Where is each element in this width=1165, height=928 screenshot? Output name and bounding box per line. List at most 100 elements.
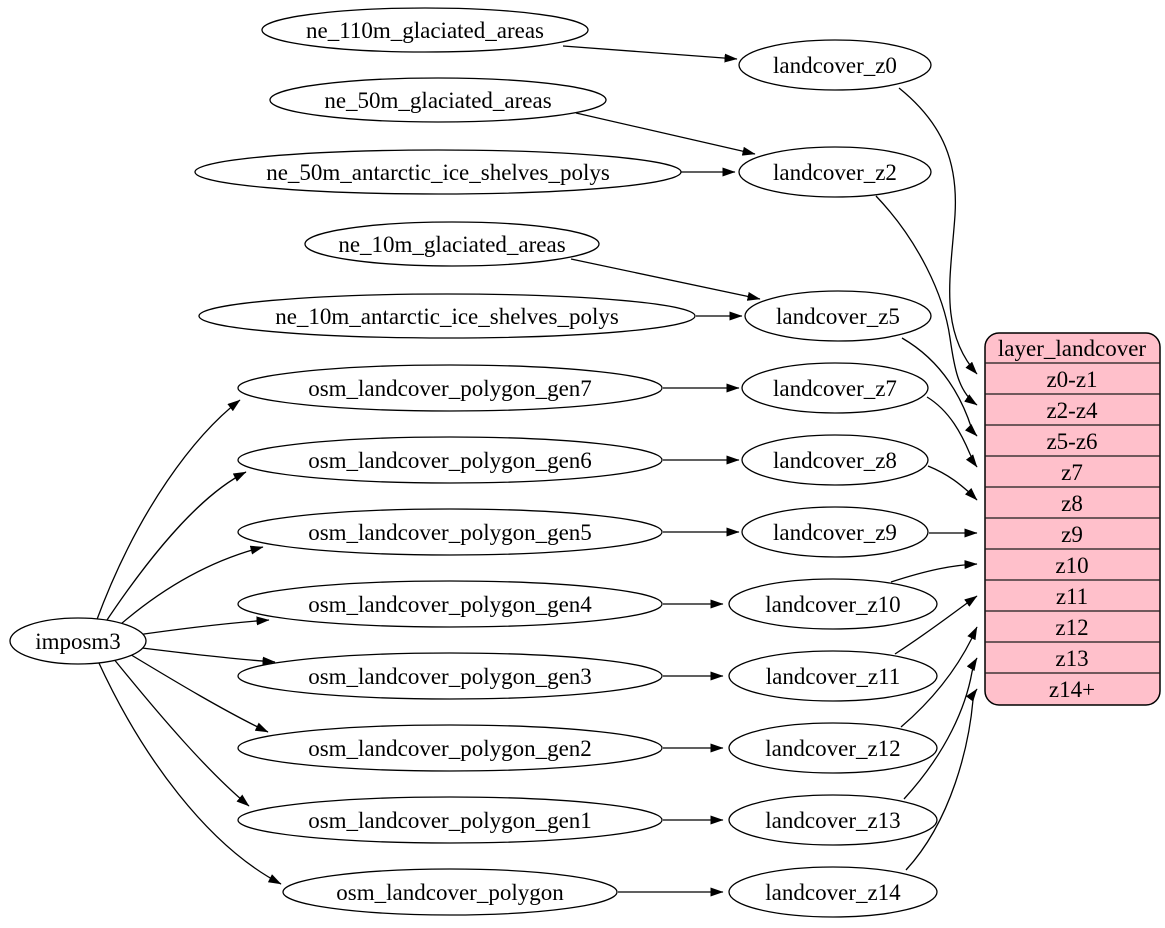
node-imposm3-shape [9, 617, 147, 665]
edge-z11-row-z11 [894, 595, 978, 655]
table-row-label-z5-z6: z5-z6 [1046, 429, 1097, 454]
node-ne-10m-antarctic-ice-shelves-polys-shape [198, 293, 696, 339]
node-ne-50m-antarctic-ice-shelves-polys-label: ne_50m_antarctic_ice_shelves_polys [266, 160, 610, 185]
table-row-label-z14plus: z14+ [1049, 677, 1095, 702]
node-landcover-z7-label: landcover_z7 [773, 376, 897, 401]
node-landcover-z0: landcover_z0 [738, 39, 932, 91]
node-landcover-z0-label: landcover_z0 [773, 53, 897, 78]
node-landcover-z5-label: landcover_z5 [776, 304, 900, 329]
table-row-label-z7: z7 [1061, 460, 1083, 485]
node-landcover-z9-shape [741, 506, 929, 558]
node-landcover-z8: landcover_z8 [741, 434, 929, 486]
node-osm-landcover-polygon-gen1: osm_landcover_polygon_gen1 [237, 796, 663, 844]
table-row-label-z12: z12 [1055, 615, 1088, 640]
node-imposm3-label: imposm3 [35, 629, 121, 654]
table-title: layer_landcover [998, 336, 1146, 361]
node-landcover-z12-label: landcover_z12 [765, 736, 900, 761]
node-osm-landcover-polygon-gen3-label: osm_landcover_polygon_gen3 [308, 664, 592, 689]
edge-z13-row-z13 [903, 657, 978, 800]
edge-imposm3-gen3 [133, 646, 276, 666]
edges-layer [95, 45, 978, 897]
edge-ne10m-glaciated-z5 [570, 258, 761, 301]
node-osm-landcover-polygon-gen6-label: osm_landcover_polygon_gen6 [308, 448, 592, 473]
edge-z7-row-z7 [926, 396, 978, 468]
edge-z12-row-z12 [900, 626, 978, 728]
edge-z0-row-z0-z1 [898, 87, 978, 375]
node-landcover-z11-shape [728, 650, 938, 702]
node-ne-50m-antarctic-ice-shelves-polys: ne_50m_antarctic_ice_shelves_polys [194, 149, 682, 195]
node-osm-landcover-polygon-gen2-label: osm_landcover_polygon_gen2 [308, 736, 592, 761]
node-osm-landcover-polygon-gen4-label: osm_landcover_polygon_gen4 [308, 592, 592, 617]
node-ne-110m-glaciated-areas: ne_110m_glaciated_areas [261, 7, 589, 53]
node-landcover-z11-label: landcover_z11 [766, 664, 901, 689]
node-osm-landcover-polygon-gen4-shape [237, 580, 663, 628]
node-landcover-z12: landcover_z12 [728, 722, 938, 774]
table-layer-landcover-background [984, 332, 1161, 706]
table-row-label-z11: z11 [1056, 584, 1088, 609]
node-ne-10m-glaciated-areas-shape [304, 221, 600, 267]
node-landcover-z0-shape [738, 39, 932, 91]
node-landcover-z13: landcover_z13 [728, 794, 938, 846]
node-osm-landcover-polygon-gen4: osm_landcover_polygon_gen4 [237, 580, 663, 628]
table-row-label-z2-z4: z2-z4 [1046, 398, 1098, 423]
node-landcover-z2-shape [738, 146, 932, 198]
node-landcover-z14-label: landcover_z14 [765, 880, 901, 905]
node-osm-landcover-polygon-gen5-label: osm_landcover_polygon_gen5 [308, 520, 592, 545]
node-osm-landcover-polygon-gen6-shape [237, 436, 663, 484]
node-landcover-z5-shape [744, 290, 932, 342]
node-landcover-z2: landcover_z2 [738, 146, 932, 198]
edge-imposm3-gen5 [112, 545, 264, 632]
node-imposm3: imposm3 [9, 617, 147, 665]
node-landcover-z11: landcover_z11 [728, 650, 938, 702]
node-ne-50m-glaciated-areas: ne_50m_glaciated_areas [269, 77, 607, 123]
node-landcover-z13-label: landcover_z13 [765, 808, 900, 833]
node-osm-landcover-polygon-gen2: osm_landcover_polygon_gen2 [237, 724, 663, 772]
node-osm-landcover-polygon-gen7-label: osm_landcover_polygon_gen7 [308, 376, 592, 401]
node-landcover-z14: landcover_z14 [728, 866, 938, 918]
node-osm-landcover-polygon-gen7: osm_landcover_polygon_gen7 [237, 364, 663, 412]
node-osm-landcover-polygon-gen7-shape [237, 364, 663, 412]
node-landcover-z13-shape [728, 794, 938, 846]
table-row-label-z8: z8 [1061, 491, 1083, 516]
node-landcover-z9-label: landcover_z9 [773, 520, 897, 545]
node-landcover-z10-shape [728, 578, 938, 630]
node-ne-110m-glaciated-areas-shape [261, 7, 589, 53]
node-osm-landcover-polygon-gen3-shape [237, 652, 663, 700]
node-ne-10m-glaciated-areas-label: ne_10m_glaciated_areas [338, 232, 565, 257]
node-landcover-z8-label: landcover_z8 [773, 448, 897, 473]
node-osm-landcover-polygon-gen5-shape [237, 508, 663, 556]
table-row-label-z0-z1: z0-z1 [1046, 367, 1097, 392]
edge-ne50m-glaciated-z2 [575, 112, 756, 156]
table-row-label-z10: z10 [1055, 553, 1088, 578]
edge-z8-row-z8 [927, 465, 978, 501]
node-landcover-z10-label: landcover_z10 [765, 592, 900, 617]
node-ne-10m-antarctic-ice-shelves-polys: ne_10m_antarctic_ice_shelves_polys [198, 293, 696, 339]
edge-imposm3-gen1 [112, 657, 250, 807]
table-row-label-z13: z13 [1055, 646, 1088, 671]
node-ne-50m-antarctic-ice-shelves-polys-shape [194, 149, 682, 195]
node-landcover-z10: landcover_z10 [728, 578, 938, 630]
node-landcover-z14-shape [728, 866, 938, 918]
node-ne-10m-antarctic-ice-shelves-polys-label: ne_10m_antarctic_ice_shelves_polys [275, 304, 619, 329]
node-osm-landcover-polygon-gen2-shape [237, 724, 663, 772]
node-osm-landcover-polygon-gen1-shape [237, 796, 663, 844]
node-landcover-z7: landcover_z7 [741, 362, 929, 414]
node-landcover-z8-shape [741, 434, 929, 486]
node-osm-landcover-polygon-label: osm_landcover_polygon [336, 880, 564, 905]
node-ne-50m-glaciated-areas-label: ne_50m_glaciated_areas [324, 88, 551, 113]
node-landcover-z9: landcover_z9 [741, 506, 929, 558]
edge-z2-row-z2-z4 [875, 195, 978, 406]
node-osm-landcover-polygon-gen5: osm_landcover_polygon_gen5 [237, 508, 663, 556]
edge-z14-row-z14plus [905, 688, 978, 871]
table-layer-landcover: layer_landcover z0-z1 z2-z4 z5-z6 z7 z8 … [984, 332, 1161, 706]
node-osm-landcover-polygon-shape [282, 868, 618, 916]
edge-imposm3-gen7 [95, 399, 241, 623]
node-landcover-z7-shape [741, 362, 929, 414]
node-osm-landcover-polygon-gen3: osm_landcover_polygon_gen3 [237, 652, 663, 700]
edge-z10-row-z10 [890, 560, 978, 583]
edge-imposm3-gen4 [129, 616, 270, 637]
edge-imposm3-polygon [97, 660, 282, 885]
node-osm-landcover-polygon-gen1-label: osm_landcover_polygon_gen1 [308, 808, 592, 833]
node-ne-110m-glaciated-areas-label: ne_110m_glaciated_areas [306, 18, 544, 43]
